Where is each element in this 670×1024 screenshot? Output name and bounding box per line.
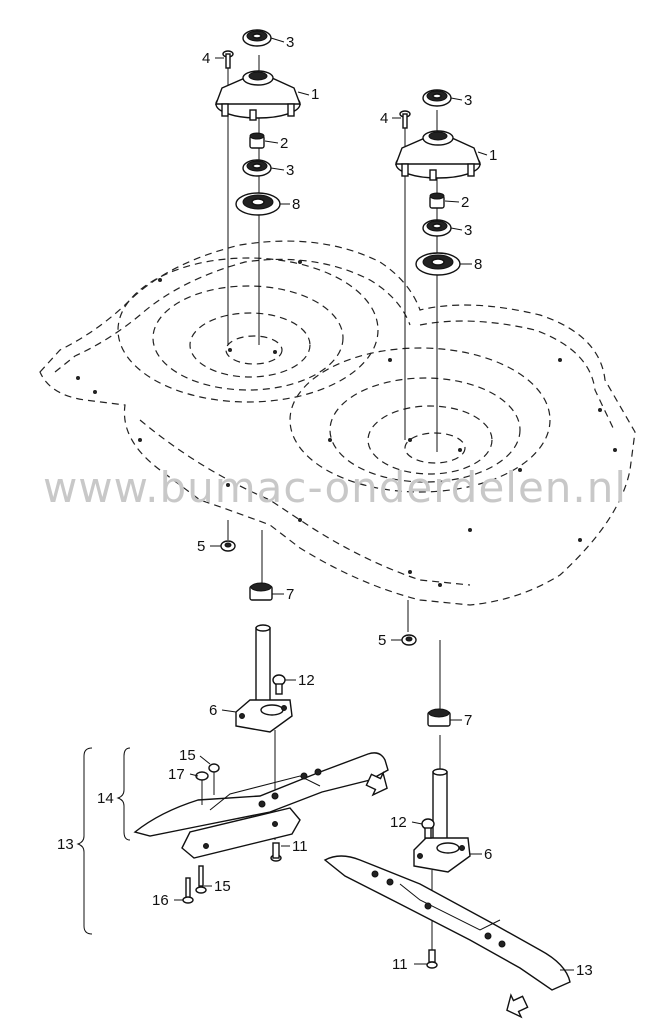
bolt-part-17 — [195, 771, 209, 805]
callout-6: 6 — [484, 846, 492, 863]
blade-shaft-part-6 — [235, 624, 293, 733]
callout-2: 2 — [461, 194, 469, 211]
bolt-part-12 — [272, 674, 286, 695]
rotation-arrow-icon-right — [506, 993, 529, 1019]
callout-3: 3 — [464, 92, 472, 109]
callout-7: 7 — [464, 712, 472, 729]
callout-1: 1 — [311, 86, 319, 103]
callout-labels: 3 4 1 2 3 8 3 4 1 2 3 8 5 7 5 12 6 7 15 … — [57, 34, 593, 979]
callout-8: 8 — [474, 256, 482, 273]
callout-17: 17 — [168, 766, 185, 783]
callout-14: 14 — [97, 790, 114, 807]
callout-11: 11 — [292, 838, 308, 855]
callout-16: 16 — [152, 892, 169, 909]
callout-4: 4 — [202, 50, 210, 67]
spacer-part-2-right — [429, 192, 445, 209]
seal-part-8 — [235, 192, 281, 216]
bolt-part-15-lower — [195, 865, 207, 894]
spindle-hub-part-1-right — [394, 130, 482, 181]
mower-deck-housing — [39, 240, 636, 606]
bolt-part-15-upper — [208, 763, 220, 795]
callout-8: 8 — [292, 196, 300, 213]
bearing-part-3-right — [422, 89, 452, 107]
bolt-part-16 — [182, 877, 194, 904]
bolt-part-12-right — [421, 818, 435, 839]
bolt-part-11 — [270, 842, 282, 862]
callout-15: 15 — [214, 878, 231, 895]
right-blade-assembly — [323, 600, 571, 1019]
callout-3: 3 — [286, 162, 294, 179]
seal-part-8-right — [415, 252, 461, 276]
callout-2: 2 — [280, 135, 288, 152]
blade-part-13-right — [323, 855, 571, 991]
bolt-part-11-right — [426, 949, 438, 969]
right-spindle-assembly — [394, 89, 482, 452]
leader-lines — [174, 37, 574, 971]
callout-6: 6 — [209, 702, 217, 719]
bushing-part-7 — [249, 582, 273, 601]
callout-12: 12 — [390, 814, 407, 831]
left-blade-assembly — [133, 520, 389, 904]
blade-shaft-part-6-right — [413, 768, 471, 873]
callout-7: 7 — [286, 586, 294, 603]
callout-4: 4 — [380, 110, 388, 127]
blade-adapter-part-13 — [181, 807, 301, 859]
callout-5: 5 — [197, 538, 205, 555]
callout-3: 3 — [464, 222, 472, 239]
bushing-part-7-right — [427, 708, 451, 727]
bearing-part-3 — [242, 29, 272, 47]
callout-15: 15 — [179, 747, 196, 764]
left-spindle-assembly — [214, 29, 302, 345]
group-brackets — [76, 747, 131, 935]
bearing-part-3-lower — [242, 159, 272, 177]
callout-1: 1 — [489, 147, 497, 164]
spacer-part-2 — [249, 132, 265, 149]
nut-part-5 — [220, 540, 236, 552]
spindle-hub-part-1 — [214, 70, 302, 121]
callout-13: 13 — [57, 836, 74, 853]
callout-11: 11 — [392, 956, 408, 973]
callout-12: 12 — [298, 672, 315, 689]
callout-5: 5 — [378, 632, 386, 649]
bearing-part-3-right-lower — [422, 219, 452, 237]
bolt-part-4 — [222, 50, 234, 69]
callout-3: 3 — [286, 34, 294, 51]
watermark-text: www.bumac-onderdelen.nl — [43, 463, 627, 512]
rotation-arrow-icon — [365, 771, 388, 797]
callout-13: 13 — [576, 962, 593, 979]
nut-part-5-right — [401, 634, 417, 646]
bolt-part-4-right — [399, 110, 411, 129]
